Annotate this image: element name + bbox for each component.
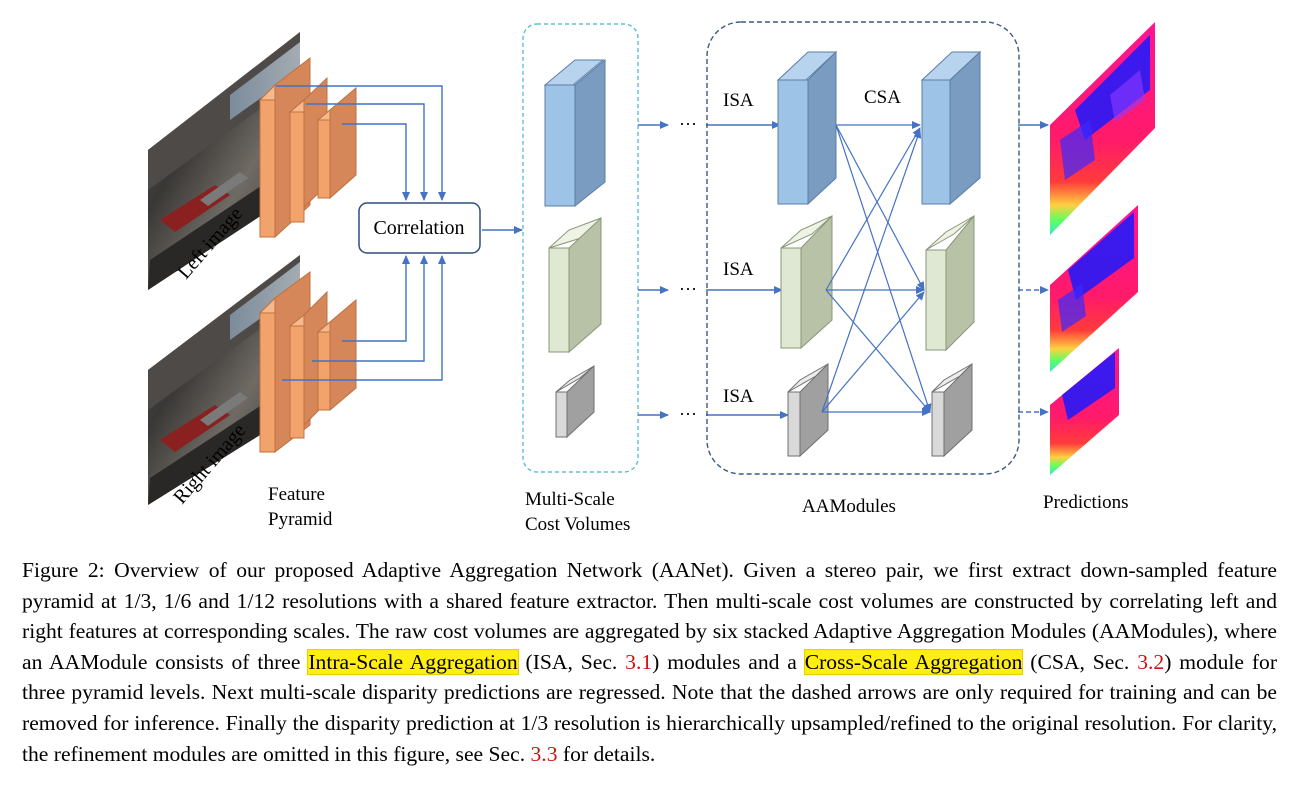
caption-text-6: (CSA, Sec. xyxy=(1022,649,1138,674)
cost-volume-small xyxy=(555,364,595,439)
aanet-overview-diagram: Left image Right image xyxy=(148,21,1155,535)
prediction-medium xyxy=(1050,205,1138,372)
isa-volume-small xyxy=(787,362,829,458)
correlation-label: Correlation xyxy=(373,217,464,239)
aamodules-dashed-box xyxy=(706,21,1020,475)
caption-highlight-csa: Cross-Scale Aggregation xyxy=(803,648,1024,675)
caption-ref-3-2[interactable]: 3.2 xyxy=(1137,649,1165,674)
caption-text-5: ) modules and a xyxy=(652,649,805,674)
csa-volume-small xyxy=(931,362,973,458)
csa-volume-medium xyxy=(925,214,975,352)
caption-math-3: 1/3 xyxy=(520,710,549,735)
caption-highlight-isa: Intra-Scale Aggregation xyxy=(307,648,519,675)
csa-label: CSA xyxy=(864,87,901,108)
csa-volume-large xyxy=(920,50,982,206)
caption-ref-3-1[interactable]: 3.1 xyxy=(625,649,653,674)
feature-pyramid-label-2: Pyramid xyxy=(268,509,333,530)
caption-ref-3-3[interactable]: 3.3 xyxy=(530,741,558,766)
caption-math-1: 1/3, 1/6 xyxy=(123,588,192,613)
isa-label-3: ISA xyxy=(723,386,754,407)
figure-caption: Figure 2: Overview of our proposed Adapt… xyxy=(22,555,1277,769)
correlation-box xyxy=(358,202,481,254)
cost-volume-large xyxy=(543,58,606,208)
cost-to-aamodule-arrows xyxy=(638,121,789,419)
caption-math-2: 1/12 xyxy=(236,588,276,613)
isa-label-1: ISA xyxy=(723,90,754,111)
cost-volumes-label-1: Multi-Scale xyxy=(525,489,615,510)
caption-text-7: ) module for three pyramid levels. Next … xyxy=(22,649,1278,735)
isa-label-2: ISA xyxy=(723,259,754,280)
ellipsis-3: ··· xyxy=(679,404,697,424)
caption-text-1: Figure 2: Overview of our proposed Adapt… xyxy=(22,558,1277,613)
caption-text-3: resolutions with a shared feature extrac… xyxy=(22,588,1277,674)
prediction-arrows xyxy=(1018,121,1049,416)
caption-text-2: and xyxy=(191,588,237,613)
prediction-small xyxy=(1050,348,1119,475)
prediction-large xyxy=(1050,22,1155,235)
caption-text-4: (ISA, Sec. xyxy=(517,649,626,674)
isa-volume-large xyxy=(776,50,838,206)
ellipsis-1: ··· xyxy=(679,114,697,134)
csa-cross-scale-arrows xyxy=(821,121,932,416)
predictions-label: Predictions xyxy=(1043,492,1129,513)
aamodules-label: AAModules xyxy=(802,496,896,517)
feature-pyramid-label-1: Feature xyxy=(268,484,325,505)
right-feature-pyramid xyxy=(258,271,357,454)
cost-volumes-dashed-box xyxy=(522,23,639,473)
isa-volume-medium xyxy=(780,214,833,350)
left-feature-pyramid xyxy=(258,56,357,239)
pyramid-to-correlation-arrows xyxy=(276,85,446,381)
caption-text-8: resolution is hierarchically upsampled/r… xyxy=(22,710,1277,766)
cost-volumes-label-2: Cost Volumes xyxy=(525,514,630,535)
cost-volume-medium xyxy=(548,216,602,354)
caption-text-9: for details. xyxy=(557,741,656,766)
ellipsis-2: ··· xyxy=(679,279,697,299)
